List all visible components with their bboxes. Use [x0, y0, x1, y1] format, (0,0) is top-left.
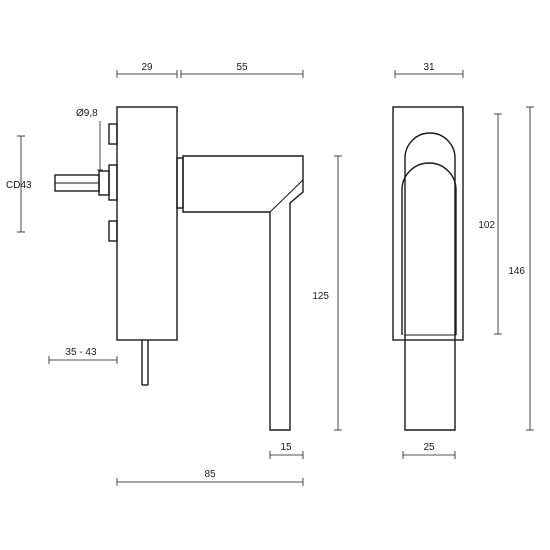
dim-screw-spacing: CD43 — [6, 135, 32, 233]
dim-total-width: 85 — [116, 469, 304, 486]
handle-lever — [182, 155, 304, 431]
dim-rose-width: 31 — [394, 62, 464, 78]
dim-arm-length: 55 — [180, 62, 304, 78]
dim-rose-height: 146 — [508, 106, 534, 431]
rose-body — [116, 106, 178, 341]
dim-arm-length-label: 55 — [236, 62, 248, 73]
upper-lug — [108, 123, 118, 145]
dim-spindle-length: 35 - 43 — [48, 347, 118, 364]
dim-body-width-label: 29 — [141, 62, 153, 73]
dim-rose-grip-width-label: 25 — [423, 442, 435, 453]
front-grip — [404, 132, 456, 431]
dim-rose-recess-height: 102 — [478, 113, 502, 335]
front-rose — [392, 106, 464, 341]
dim-handle-height: 125 — [312, 155, 342, 431]
dim-body-width: 29 — [116, 62, 178, 78]
dim-spindle-diameter-label: Ø9,8 — [76, 108, 98, 119]
spindle — [54, 164, 118, 201]
dim-spindle-diameter: Ø9,8 — [76, 108, 103, 171]
handle-neck — [176, 157, 184, 209]
dim-rose-recess-height-label: 102 — [478, 220, 495, 231]
dim-grip-width: 15 — [269, 442, 304, 459]
lower-lug — [108, 220, 118, 242]
handle-mitre-line — [269, 179, 304, 213]
dim-total-width-label: 85 — [204, 469, 216, 480]
dim-screw-spacing-label: CD43 — [6, 180, 32, 191]
dim-rose-grip-width: 25 — [402, 442, 456, 459]
dim-spindle-length-label: 35 - 43 — [65, 347, 97, 358]
dim-rose-height-label: 146 — [508, 266, 525, 277]
dim-rose-width-label: 31 — [423, 62, 435, 73]
dim-grip-width-label: 15 — [280, 442, 292, 453]
dim-handle-height-label: 125 — [312, 291, 329, 302]
locking-pin — [141, 340, 149, 386]
front-recess — [401, 162, 457, 335]
